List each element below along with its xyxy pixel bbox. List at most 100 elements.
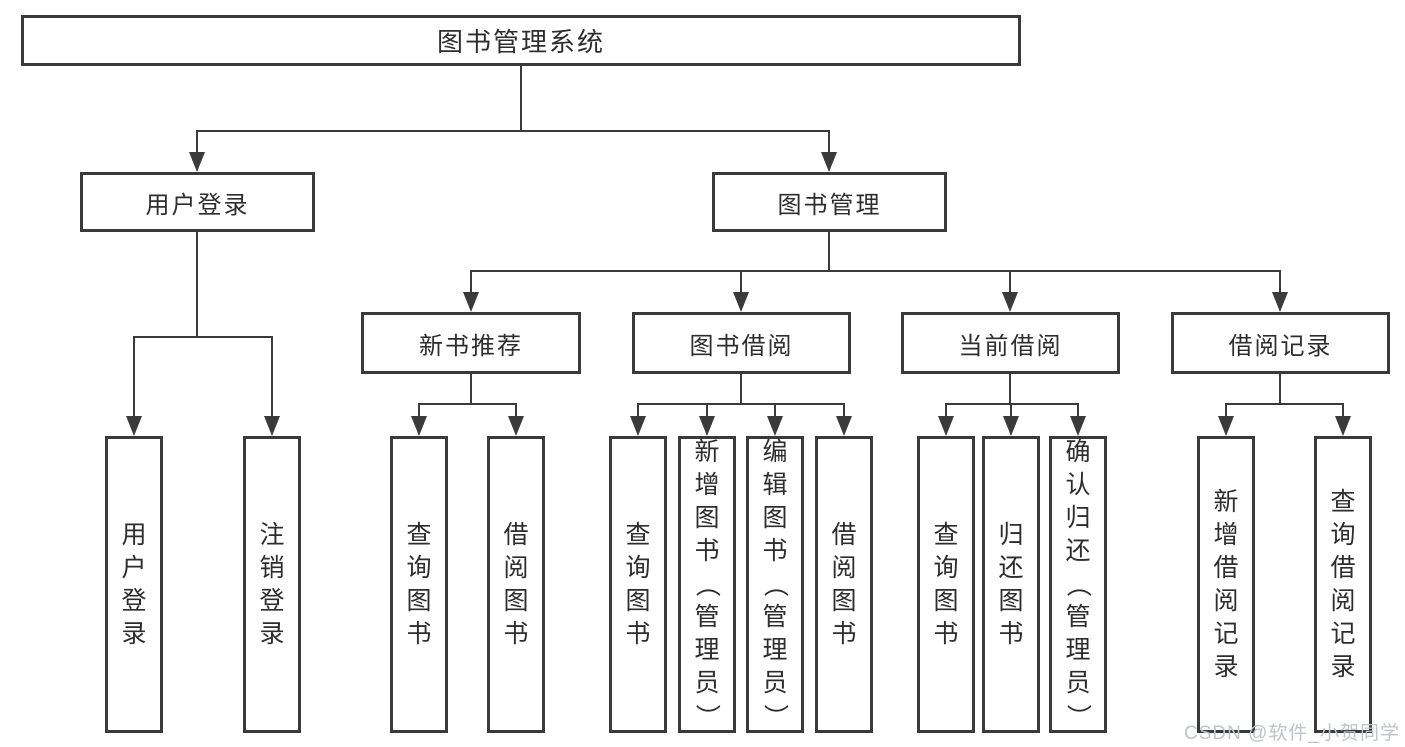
connector-stem-line [196, 232, 198, 336]
node-new-book-recommend: 新书推荐 [361, 312, 581, 374]
leaf-label: 归还图书 [985, 522, 1037, 648]
connector-drop-line [1010, 403, 1012, 420]
leaf-label-char: 阅 [1330, 586, 1356, 615]
leaf-label-char: ） [761, 703, 790, 730]
leaf-label-char: 管 [762, 603, 788, 631]
connector-bus-line [1225, 403, 1344, 405]
arrow-down-icon [264, 416, 280, 436]
connector-drop-line [1342, 403, 1344, 420]
leaf-label: 编辑图书（管理员） [749, 438, 801, 730]
leaf-label-char: 图 [503, 586, 529, 615]
leaf-label-char: 阅 [503, 553, 529, 582]
leaf-label-char: 理 [694, 636, 720, 664]
node-label: 图书借阅 [689, 332, 794, 360]
leaf-label-char: 阅 [831, 553, 857, 582]
leaf-label-char: 借 [831, 520, 857, 549]
arrow-down-icon [189, 152, 205, 172]
connector-drop-line [706, 403, 708, 420]
leaf-borrow-query-books: 查询图书 [609, 436, 667, 733]
connector-stem-line [1009, 374, 1011, 403]
leaf-label-char: 图 [762, 504, 788, 532]
leaf-records-query-record: 查询借阅记录 [1314, 436, 1372, 733]
leaf-label-char: （ [761, 571, 790, 598]
leaf-newbooks-query-books: 查询图书 [390, 436, 448, 733]
connector-drop-line [470, 270, 472, 296]
node-label: 新书推荐 [419, 332, 523, 360]
connector-stem-line [470, 374, 472, 403]
arrow-down-icon [1002, 292, 1018, 312]
leaf-label-char: ） [1064, 703, 1093, 730]
arrow-down-icon [1070, 416, 1086, 436]
leaf-label-char: （ [1064, 571, 1093, 598]
leaf-label-char: 管 [1065, 603, 1091, 631]
arrow-down-icon [938, 416, 954, 436]
connector-bus-line [133, 336, 273, 338]
leaf-label-char: 记 [1213, 619, 1239, 648]
leaf-label-char: 书 [998, 619, 1024, 648]
arrow-down-icon [767, 416, 783, 436]
leaf-label-char: 理 [1065, 636, 1091, 664]
leaf-label-char: 书 [933, 619, 959, 648]
leaf-label-char: 辑 [762, 471, 788, 499]
leaf-logout: 注销登录 [243, 436, 301, 733]
leaf-label-char: 销 [259, 553, 285, 582]
node-label: 借阅记录 [1228, 332, 1333, 360]
connector-bus-line [637, 403, 845, 405]
connector-drop-line [196, 130, 198, 156]
leaf-label: 新增图书（管理员） [681, 440, 733, 730]
connector-drop-line [1279, 270, 1281, 296]
node-current-borrow: 当前借阅 [901, 312, 1120, 374]
leaf-label: 查询图书 [393, 520, 445, 648]
leaf-label-char: 员 [694, 669, 720, 697]
leaf-current-confirm-return-admin: 确认归还（管理员） [1049, 436, 1107, 733]
leaf-label-char: 户 [121, 553, 147, 582]
connector-bus-line [196, 130, 830, 132]
arrow-down-icon [1335, 416, 1351, 436]
leaf-user-login: 用户登录 [105, 436, 163, 733]
leaf-borrow-edit-books-admin: 编辑图书（管理员） [746, 436, 804, 733]
leaf-label-char: 借 [1213, 553, 1239, 582]
connector-bus-line [418, 403, 517, 405]
connector-drop-line [133, 336, 135, 420]
leaf-label-char: 注 [259, 520, 285, 549]
leaf-label: 用户登录 [108, 522, 160, 648]
connector-stem-line [1279, 374, 1281, 403]
leaf-label-char: 书 [406, 619, 432, 648]
node-borrow-records: 借阅记录 [1171, 312, 1390, 374]
leaf-label-char: 询 [625, 553, 651, 582]
leaf-label-char: 询 [1330, 520, 1356, 549]
leaf-label-char: 编 [762, 438, 788, 466]
node-library-management-system: 图书管理系统 [21, 15, 1021, 66]
connector-stem-line [740, 374, 742, 403]
connector-drop-line [774, 403, 776, 420]
leaf-label: 借阅图书 [490, 522, 542, 647]
leaf-label-char: 询 [406, 553, 432, 582]
leaf-label: 查询借阅记录 [1317, 489, 1369, 681]
leaf-label-char: （ [693, 571, 722, 598]
arrow-down-icon [733, 292, 749, 312]
node-label: 图书管理 [777, 191, 882, 219]
leaf-label-char: ） [693, 703, 722, 730]
leaf-label-char: 查 [933, 520, 959, 549]
leaf-label-char: 确 [1065, 438, 1091, 466]
leaf-label-char: 录 [1330, 652, 1356, 681]
leaf-label-char: 书 [625, 619, 651, 648]
connector-drop-line [637, 403, 639, 420]
connector-drop-line [1009, 270, 1011, 296]
leaf-label-char: 还 [1065, 537, 1091, 565]
leaf-label-char: 查 [406, 520, 432, 549]
arrow-down-icon [699, 416, 715, 436]
arrow-down-icon [508, 416, 524, 436]
node-label: 用户登录 [145, 191, 250, 219]
leaf-label-char: 书 [694, 537, 720, 565]
arrow-down-icon [1218, 416, 1234, 436]
arrow-down-icon [411, 416, 427, 436]
leaf-label-char: 增 [1213, 520, 1239, 549]
leaf-label-char: 询 [933, 553, 959, 582]
leaf-label-char: 认 [1065, 471, 1091, 499]
arrow-down-icon [821, 152, 837, 172]
leaf-label-char: 管 [694, 603, 720, 631]
node-user-login: 用户登录 [80, 172, 315, 232]
leaf-label-char: 新 [1213, 487, 1239, 516]
leaf-label-char: 录 [121, 619, 147, 648]
